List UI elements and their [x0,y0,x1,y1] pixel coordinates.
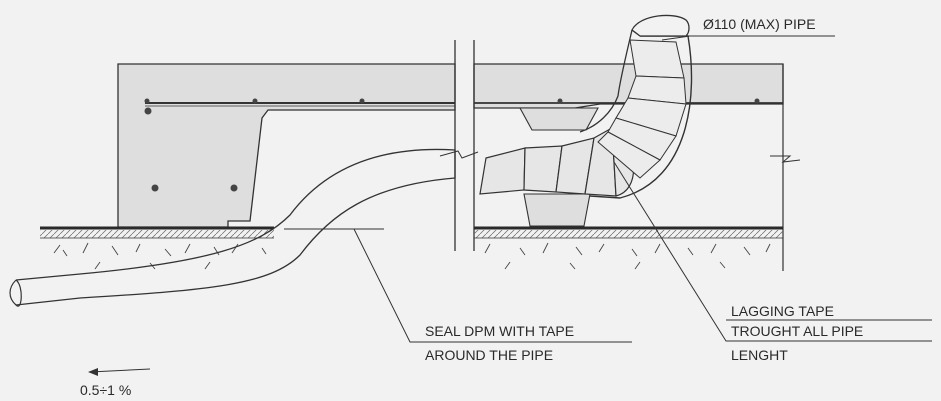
soil-marks [53,242,771,270]
elbow-tape-strips [597,39,687,179]
pipe-elbow-inner [579,29,633,133]
rebar-dot [230,184,238,192]
rebar-dot [144,107,152,115]
rebar-dot [359,98,365,104]
pipe-support-block [519,107,599,131]
pipe-elbow-outer [589,35,693,199]
pipe-under-slab [15,148,456,306]
right-ground-hatch [474,230,783,238]
pipe-end-cap [9,279,22,307]
pipe-support-pier [523,193,591,227]
left-ground-hatch [40,230,274,238]
leader-lines [89,35,932,373]
left-concrete-slab [117,63,456,228]
slope-label: 0.5÷1 % [80,382,131,398]
lagging-tape-label-line3: LENGHT [731,347,788,363]
vertical-pipe-top [631,14,690,37]
pipe-size-label: Ø110 (MAX) PIPE [703,16,816,32]
lagging-tape-label-line2: TROUGHT ALL PIPE [731,323,863,339]
seal-dpm-label-line2: AROUND THE PIPE [425,347,553,363]
seal-dpm-label-line1: SEAL DPM WITH TAPE [425,323,574,339]
rebar-dot [151,184,159,192]
rebar-dot [754,98,760,104]
rebar-dot [252,98,258,104]
lagging-tape-label-line1: LAGGING TAPE [731,303,834,319]
rebar-dot [557,98,563,104]
slope-arrow-head [88,368,98,376]
rebar-dot [144,98,150,104]
